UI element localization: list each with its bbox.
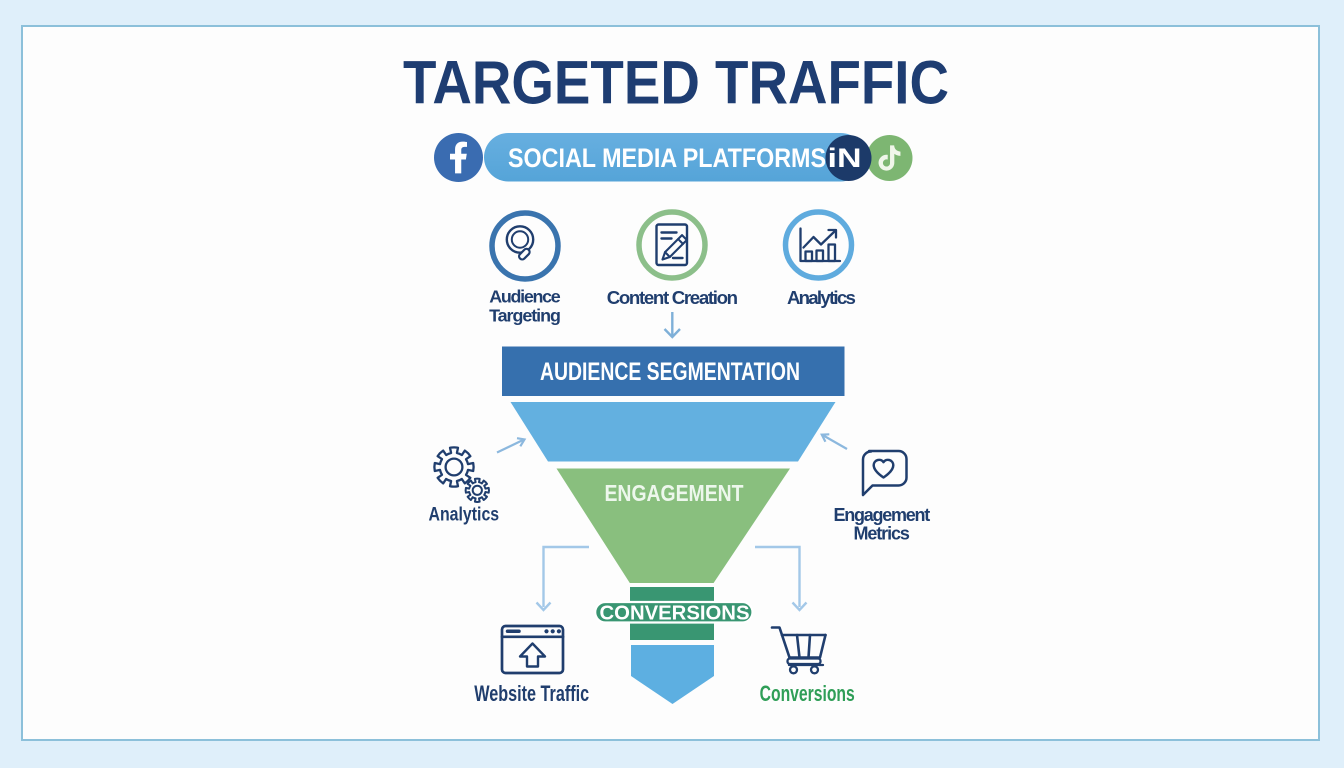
svg-text:Analytics: Analytics xyxy=(787,287,856,308)
svg-text:Content Creation: Content Creation xyxy=(607,287,738,308)
svg-text:CONVERSIONS: CONVERSIONS xyxy=(600,601,750,624)
svg-text:Audience: Audience xyxy=(489,287,560,307)
svg-text:Analytics: Analytics xyxy=(429,504,500,526)
svg-text:Website Traffic: Website Traffic xyxy=(474,681,589,706)
svg-text:Targeting: Targeting xyxy=(489,306,561,326)
svg-text:iN: iN xyxy=(828,143,862,173)
svg-text:SOCIAL MEDIA PLATFORMS: SOCIAL MEDIA PLATFORMS xyxy=(508,143,826,173)
svg-text:Metrics: Metrics xyxy=(853,524,910,544)
svg-text:Engagement: Engagement xyxy=(834,505,931,525)
svg-text:TARGETED TRAFFIC: TARGETED TRAFFIC xyxy=(403,48,949,116)
svg-text:AUDIENCE SEGMENTATION: AUDIENCE SEGMENTATION xyxy=(540,359,800,386)
svg-text:Conversions: Conversions xyxy=(760,681,855,706)
svg-text:ENGAGEMENT: ENGAGEMENT xyxy=(605,480,745,506)
